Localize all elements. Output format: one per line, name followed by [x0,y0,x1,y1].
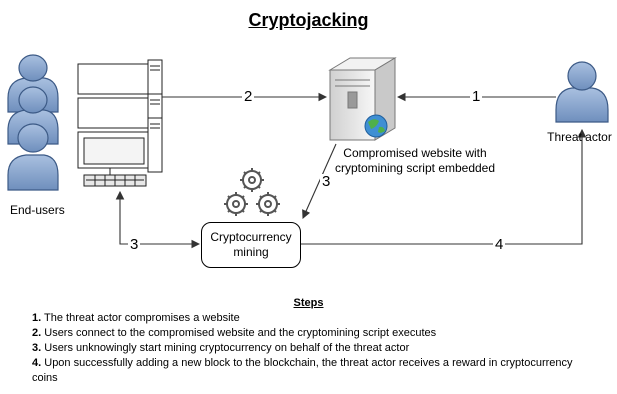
step-item-1: 1. The threat actor compromises a websit… [32,311,592,326]
compromised-website-label: Compromised website with cryptomining sc… [334,146,496,175]
edge-label-2: 2 [242,88,255,105]
step-item-4: 4. Upon successfully adding a new block … [32,356,592,386]
edge-label-1: 1 [470,88,483,105]
step-text: Upon successfully adding a new block to … [32,357,573,384]
edge-label-3-users: 3 [128,236,141,253]
step-text: Users unknowingly start mining cryptocur… [44,342,410,354]
end-users-label: End-users [10,203,65,217]
threat-actor-label: Threat actor [547,130,612,144]
step-number: 4. [32,357,42,369]
step-number: 3. [32,342,42,354]
step-number: 1. [32,312,42,324]
steps-heading: Steps [293,297,324,309]
gears-icon [224,168,280,216]
step-number: 2. [32,327,42,339]
end-users-icon [7,54,59,191]
step-item-2: 2. Users connect to the compromised webs… [32,326,592,341]
edge-label-3-site: 3 [320,173,333,190]
edge-mining-to-actor [301,128,587,245]
server-icon [328,57,397,141]
diagram-title: Cryptojacking [248,10,369,30]
threat-actor-icon [555,61,609,123]
steps-list: 1. The threat actor compromises a websit… [32,311,592,386]
step-item-3: 3. Users unknowingly start mining crypto… [32,341,592,356]
globe-icon [364,114,388,138]
edge-mining-to-users [119,194,201,249]
edge-label-4: 4 [493,236,506,253]
computers-icon [77,59,163,187]
cryptocurrency-mining-label: Cryptocurrency mining [210,230,292,259]
step-text: The threat actor compromises a website [44,312,240,324]
step-text: Users connect to the compromised website… [44,327,437,339]
edge-site-to-mining [302,143,337,220]
cryptocurrency-mining-box: Cryptocurrency mining [201,222,301,268]
